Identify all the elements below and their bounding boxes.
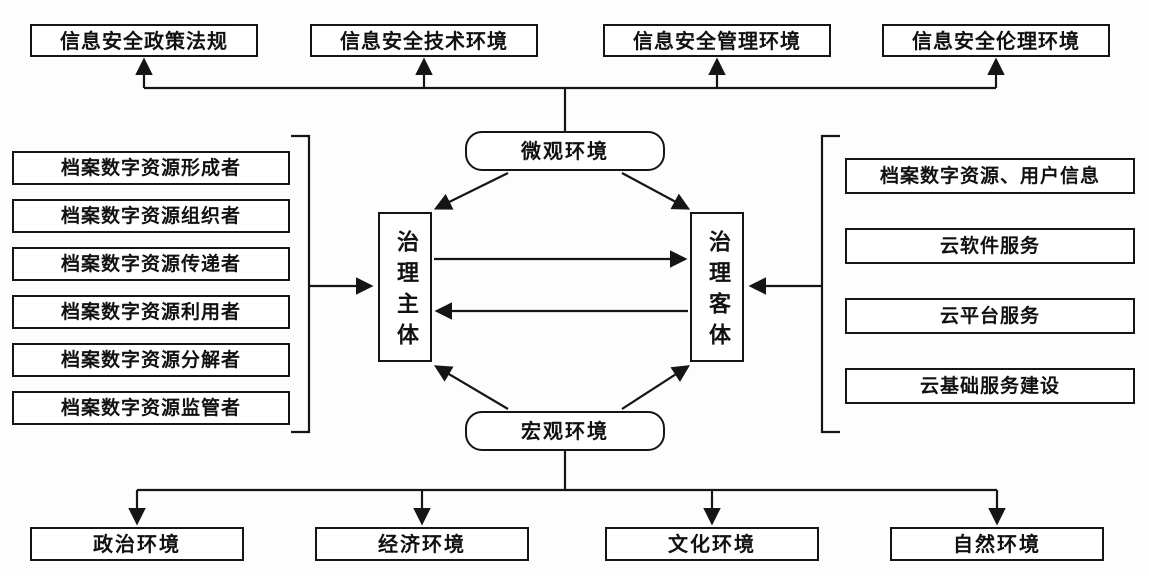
cloud-infrastructure-service-box: 云基础服务建设	[845, 368, 1135, 404]
connector-micro-to-object	[621, 172, 691, 210]
bracket-right	[820, 134, 840, 434]
archive-resource-organizer-box: 档案数字资源组织者	[12, 199, 290, 233]
natural-environment-box: 自然环境	[890, 527, 1104, 561]
archive-resource-supervisor-box: 档案数字资源监管者	[12, 391, 290, 425]
governance-object-label: 治理客体	[705, 229, 730, 354]
cloud-software-service-box: 云软件服务	[845, 228, 1135, 264]
archive-resource-user-box: 档案数字资源利用者	[12, 295, 290, 329]
archive-resource-decomposer-box: 档案数字资源分解者	[12, 343, 290, 377]
governance-subject-box: 治理主体	[378, 212, 432, 362]
info-security-management-env-box: 信息安全管理环境	[603, 24, 831, 57]
micro-environment-box: 微观环境	[465, 131, 665, 171]
political-environment-box: 政治环境	[30, 527, 244, 561]
cultural-environment-box: 文化环境	[605, 527, 819, 561]
archive-resource-transmitter-box: 档案数字资源传递者	[12, 247, 290, 281]
info-security-ethics-env-box: 信息安全伦理环境	[882, 24, 1110, 57]
archive-data-user-info-box: 档案数字资源、用户信息	[845, 158, 1135, 194]
info-security-technical-env-box: 信息安全技术环境	[310, 24, 538, 57]
connector-macro-to-subject	[433, 365, 509, 410]
economic-environment-box: 经济环境	[315, 527, 529, 561]
info-security-policy-box: 信息安全政策法规	[30, 24, 258, 57]
governance-subject-label: 治理主体	[393, 229, 418, 354]
connector-macro-to-object	[621, 365, 690, 410]
bracket-left	[291, 134, 311, 434]
macro-environment-box: 宏观环境	[465, 411, 665, 451]
connector-micro-to-subject	[433, 172, 509, 210]
governance-object-box: 治理客体	[690, 212, 744, 362]
cloud-platform-service-box: 云平台服务	[845, 298, 1135, 334]
archive-resource-creator-box: 档案数字资源形成者	[12, 151, 290, 185]
